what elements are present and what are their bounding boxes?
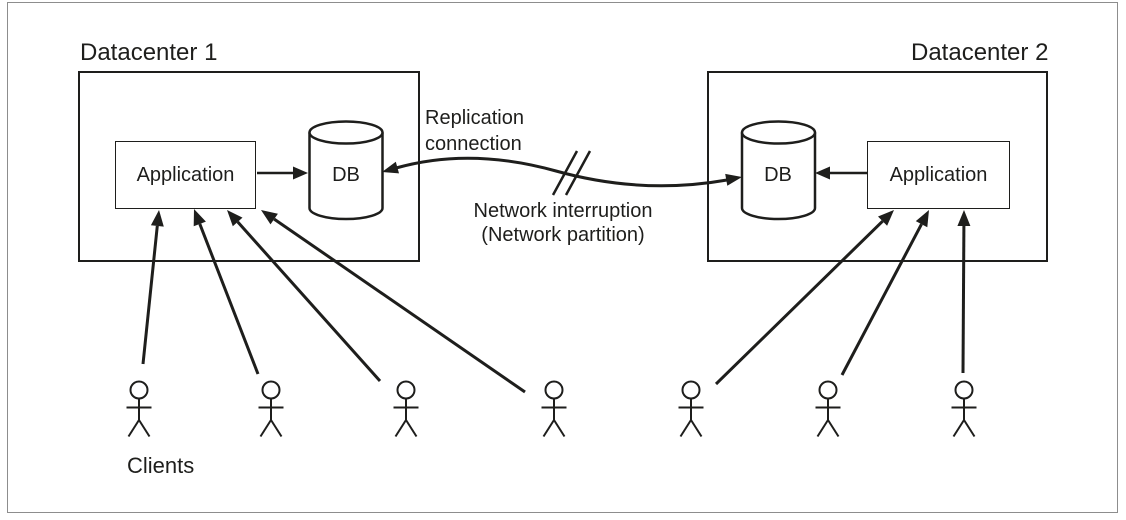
- application1-box: [115, 141, 256, 209]
- replication-connection-label: Replication connection: [425, 105, 524, 157]
- interruption-label-line2: (Network partition): [481, 224, 645, 246]
- datacenter1-title: Datacenter 1: [80, 39, 218, 66]
- db2-label: DB: [764, 164, 792, 186]
- interruption-label-line1: Network interruption: [473, 200, 653, 222]
- replication-label-line2: connection: [425, 133, 522, 155]
- application1-label: Application: [136, 163, 235, 186]
- clients-label: Clients: [127, 453, 195, 478]
- datacenter2-title: Datacenter 2: [911, 39, 1049, 66]
- application2-label: Application: [889, 163, 988, 186]
- network-interruption-label: Network interruption (Network partition): [413, 199, 713, 247]
- db1-label: DB: [332, 164, 360, 186]
- application2-box: [867, 141, 1010, 209]
- replication-label-line1: Replication: [425, 107, 524, 129]
